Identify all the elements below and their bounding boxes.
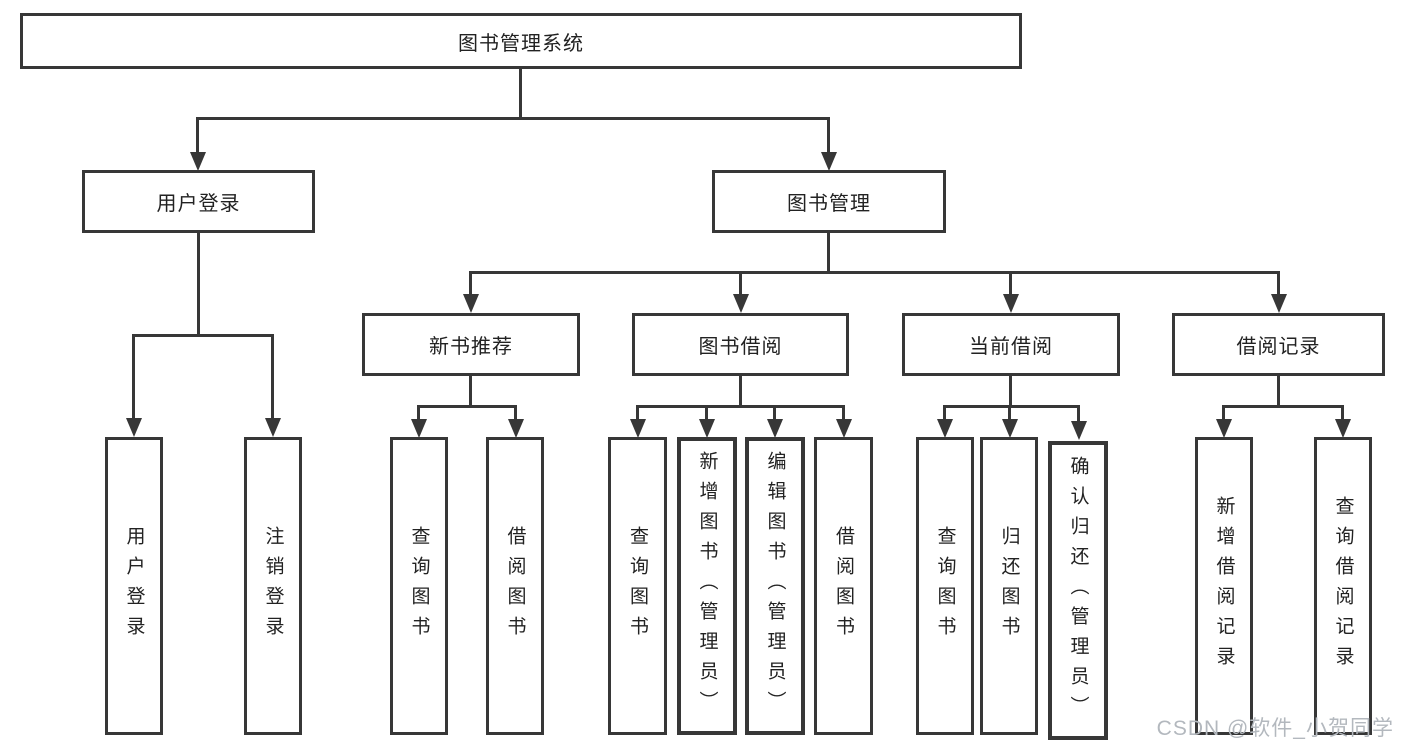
leaf-add-books-admin-label: 新增图书（管理员） (696, 451, 718, 721)
connector-split (636, 405, 845, 408)
leaf-query-books-2-label: 查询图书 (627, 526, 648, 646)
node-book-borrow: 图书借阅 (632, 313, 849, 376)
connector-drop (1277, 271, 1280, 296)
connector-user-login-stem (197, 233, 200, 337)
node-current-borrow: 当前借阅 (902, 313, 1120, 376)
connector-drop (636, 405, 639, 421)
leaf-query-borrow-record: 查询借阅记录 (1314, 437, 1372, 735)
arrow-down-icon (630, 419, 646, 438)
connector-book-mgmt-stem (827, 233, 830, 274)
csdn-watermark: CSDN @软件_小贺同学 (1156, 717, 1394, 740)
leaf-query-books-3-label: 查询图书 (934, 526, 956, 646)
leaf-user-login-label: 用户登录 (123, 526, 145, 646)
connector-drop (773, 405, 776, 421)
connector-drop (1341, 405, 1344, 421)
arrow-down-icon (508, 419, 524, 438)
leaf-edit-books-admin: 编辑图书（管理员） (745, 437, 805, 735)
connector-drop (271, 334, 274, 420)
connector-drop (469, 271, 472, 296)
node-user-login: 用户登录 (82, 170, 315, 233)
connector-split (1222, 405, 1344, 408)
arrow-down-icon (733, 294, 749, 313)
leaf-add-borrow-record-label: 新增借阅记录 (1213, 496, 1235, 676)
leaf-query-books-2: 查询图书 (608, 437, 667, 735)
leaf-query-books-3: 查询图书 (916, 437, 974, 735)
leaf-return-books-label: 归还图书 (998, 526, 1020, 646)
arrow-down-icon (821, 152, 837, 171)
connector-stem (469, 376, 472, 408)
leaf-add-books-admin: 新增图书（管理员） (677, 437, 737, 735)
arrow-down-icon (190, 152, 206, 171)
leaf-borrow-books-2: 借阅图书 (814, 437, 873, 735)
leaf-return-books: 归还图书 (980, 437, 1038, 735)
arrow-down-icon (265, 418, 281, 437)
leaf-edit-books-admin-label: 编辑图书（管理员） (764, 451, 786, 721)
leaf-logout-label: 注销登录 (262, 526, 284, 646)
connector-root-split (196, 117, 830, 120)
connector-drop (1077, 405, 1080, 421)
connector-drop (417, 405, 420, 421)
leaf-confirm-return-admin-label: 确认归还（管理员） (1067, 455, 1089, 726)
node-book-mgmt: 图书管理 (712, 170, 946, 233)
node-root-label: 图书管理系统 (458, 32, 584, 55)
node-book-mgmt-label: 图书管理 (787, 193, 871, 215)
connector-drop-user-login (196, 117, 199, 154)
connector-drop (842, 405, 845, 421)
connector-split (417, 405, 517, 408)
node-new-book-rec-label: 新书推荐 (429, 336, 513, 358)
connector-book-mgmt-split (469, 271, 1280, 274)
connector-drop (1222, 405, 1225, 421)
arrow-down-icon (411, 419, 427, 438)
node-current-borrow-label: 当前借阅 (969, 336, 1053, 358)
connector-drop (739, 271, 742, 296)
arrow-down-icon (767, 419, 783, 438)
arrow-down-icon (463, 294, 479, 313)
leaf-query-books-1: 查询图书 (390, 437, 448, 735)
node-borrow-records: 借阅记录 (1172, 313, 1385, 376)
leaf-query-books-1-label: 查询图书 (408, 526, 430, 646)
arrow-down-icon (1335, 419, 1351, 438)
connector-drop (514, 405, 517, 421)
node-book-borrow-label: 图书借阅 (698, 336, 783, 358)
node-root: 图书管理系统 (20, 13, 1022, 69)
connector-stem (739, 376, 742, 408)
arrow-down-icon (126, 418, 142, 437)
node-user-login-label: 用户登录 (156, 193, 241, 215)
arrow-down-icon (1003, 294, 1019, 313)
arrow-down-icon (699, 419, 715, 438)
leaf-add-borrow-record: 新增借阅记录 (1195, 437, 1253, 735)
connector-drop (705, 405, 708, 421)
leaf-confirm-return-admin: 确认归还（管理员） (1048, 441, 1108, 740)
connector-drop (1009, 271, 1012, 296)
leaf-logout: 注销登录 (244, 437, 302, 735)
connector-stem (1277, 376, 1280, 408)
arrow-down-icon (937, 419, 953, 438)
arrow-down-icon (1271, 294, 1287, 313)
connector-drop (943, 405, 946, 421)
leaf-user-login: 用户登录 (105, 437, 163, 735)
connector-stem (1009, 376, 1012, 408)
leaf-query-borrow-record-label: 查询借阅记录 (1332, 496, 1354, 676)
node-new-book-rec: 新书推荐 (362, 313, 580, 376)
leaf-borrow-books-1: 借阅图书 (486, 437, 544, 735)
leaf-borrow-books-1-label: 借阅图书 (504, 526, 526, 646)
arrow-down-icon (836, 419, 852, 438)
arrow-down-icon (1216, 419, 1232, 438)
connector-drop (1008, 405, 1011, 421)
leaf-borrow-books-2-label: 借阅图书 (833, 526, 854, 646)
arrow-down-icon (1002, 419, 1018, 438)
connector-user-login-split (132, 334, 274, 337)
connector-split (943, 405, 1080, 408)
node-borrow-records-label: 借阅记录 (1236, 336, 1321, 358)
connector-drop-book-mgmt (827, 117, 830, 154)
connector-root-stem (519, 69, 522, 119)
connector-drop (132, 334, 135, 420)
arrow-down-icon (1071, 421, 1087, 440)
